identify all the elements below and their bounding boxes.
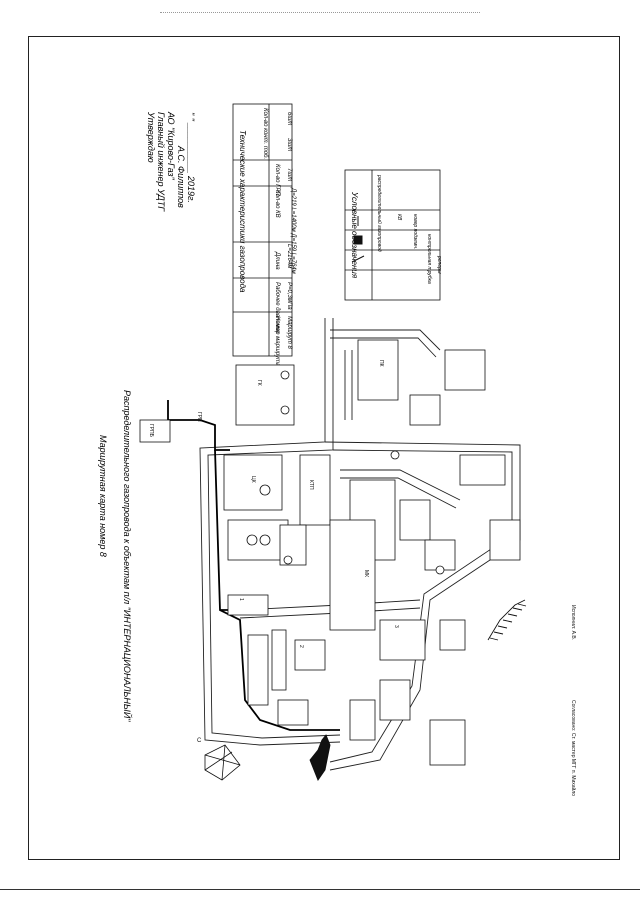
label-ck: ЦК [250,476,256,483]
legend-item-marker: реперы [436,255,442,274]
label-grp: ГРП [196,412,202,422]
tech-table-caption: Технические характеристики газопровода [238,130,247,293]
compass-icon: С [197,738,241,781]
legend-box [344,169,441,301]
footer-agreed: Согласовано: Ст. мастер МГГ п. Михайло [570,700,577,796]
footer-author: Исполнил: А.В. [570,605,576,640]
legend-cover-symbol [351,255,365,263]
td-grp-count: 3шт [286,138,292,151]
legend-item-cover: ковер подземн. [412,214,418,249]
map-title-2: Распределительного газопровода к объекта… [122,390,133,722]
label-gk: ГК [256,380,262,386]
buildings [139,339,521,766]
td-pressure: Р=0,3мПа [286,282,292,310]
td-route: Маршрут 8 [286,316,292,350]
label-2: 2 [298,645,304,648]
terrain-hatch [309,599,527,781]
th-length: Длина [274,251,280,270]
approval-line-5: " " __________ 2019г. [186,112,196,203]
legend-kv-symbol [353,235,363,245]
bottom-rule [0,889,640,890]
legend-item-tube: контрольная трубка [426,234,432,284]
label-pk: ПК [378,360,384,367]
approval-line-4: А.С. Филиппов [176,145,186,208]
tech-table [232,103,293,357]
td-diameters: Д=219 L=1400м Д=159 L=764м [290,187,296,274]
td-kv-count: 7шт [286,168,292,181]
approval-line-2: Главный инженер УДТГ [156,112,166,212]
legend-item-kv: КВ [396,214,402,221]
tanks [246,370,445,575]
th-kv: Кол-во КВ [274,190,280,218]
th-tubes: Кол-во конт. тоб. [262,108,268,159]
label-ktp: КТП [308,480,314,490]
approval-line-3: АО "Кирово-Газ" [166,111,176,181]
legend-caption: Условные обозначения [350,191,359,279]
scan-artifact [160,12,480,14]
map-title-1: Маршрутная карта номер 8 [98,435,108,557]
th-grp: Кол-во ГРП [274,164,280,196]
legend-item-pipe: распределительный газопровод [376,174,383,252]
label-3: 3 [393,625,399,628]
th-route: Номер маршрута [274,316,280,367]
approval-line-1: Утверждаю [146,111,156,163]
label-mk: МК [363,570,369,577]
label-1: 1 [238,598,244,601]
drawing-frame [28,36,620,860]
td-tube-count: 6шт [286,112,292,125]
svg-text:С: С [197,738,202,744]
label-grpb: ГРПБ [148,424,154,438]
th-pressure: Рабочее давление [274,282,280,334]
td-length: L=2164м [286,244,292,268]
